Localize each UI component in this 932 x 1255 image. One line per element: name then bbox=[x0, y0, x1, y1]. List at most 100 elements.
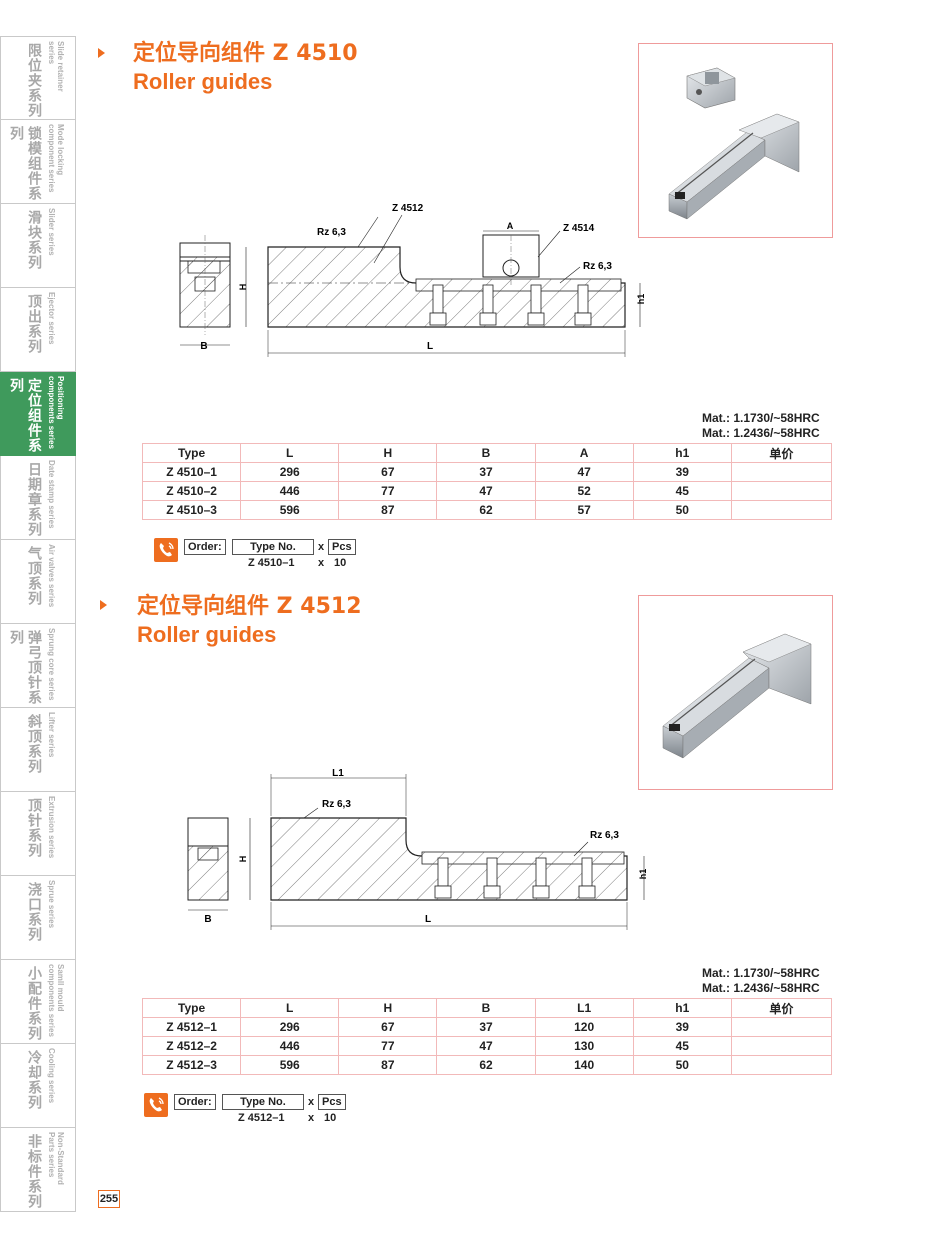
sidebar-tab-label-en: Air valves series bbox=[47, 544, 56, 608]
table-cell: 50 bbox=[632, 500, 732, 520]
table-cell: Z 4510–2 bbox=[141, 481, 242, 501]
sidebar-tab-label-zh: 小配件系列 bbox=[26, 966, 42, 1041]
sidebar-tab[interactable]: 气顶系列 Air valves series bbox=[0, 540, 76, 624]
section2-title: 定位导向组件 Z 4512 Roller guides bbox=[137, 593, 362, 649]
table-cell: 45 bbox=[632, 1036, 732, 1056]
sidebar-tab-label-zh: 日期章系列 bbox=[26, 462, 42, 537]
table-cell: 45 bbox=[632, 481, 732, 501]
table-header-cell: L bbox=[240, 443, 340, 463]
table-cell: 446 bbox=[240, 481, 340, 501]
sidebar-tab-label-en: Slider series bbox=[47, 208, 56, 256]
label-l1: L1 bbox=[332, 768, 344, 779]
label-h1: h1 bbox=[636, 294, 646, 305]
table-cell: 50 bbox=[632, 1055, 732, 1075]
table-header-cell: H bbox=[338, 443, 438, 463]
order-label: Order: bbox=[184, 539, 226, 555]
sidebar-tab[interactable]: 弹弓顶针系列 Sprung core series bbox=[0, 624, 76, 708]
table-cell: 140 bbox=[534, 1055, 634, 1075]
table-cell: 296 bbox=[240, 1017, 340, 1037]
table-cell: 87 bbox=[338, 1055, 438, 1075]
label-l: L bbox=[427, 341, 433, 352]
table-header-cell: h1 bbox=[632, 443, 732, 463]
sidebar-tab-label-zh: 斜顶系列 bbox=[26, 714, 42, 774]
section1-title-zh: 定位导向组件 Z 4510 bbox=[133, 41, 358, 66]
title-arrow-icon bbox=[98, 48, 105, 58]
order-info-z4512: Order: Type No. x Pcs Z 4512–1 x 10 bbox=[144, 1093, 364, 1127]
table-cell: 47 bbox=[534, 462, 634, 482]
sidebar-tab-label-en: Sprung core series bbox=[47, 628, 56, 701]
section2-title-en: Roller guides bbox=[137, 622, 277, 647]
table-header-cell: B bbox=[436, 998, 536, 1018]
table-cell: 67 bbox=[338, 1017, 438, 1037]
table-cell: 596 bbox=[240, 500, 340, 520]
table-cell: Z 4512–3 bbox=[141, 1055, 242, 1075]
table-header-cell: H bbox=[338, 998, 438, 1018]
sidebar-tab-label-zh: 顶出系列 bbox=[26, 294, 42, 354]
table-header-cell: A bbox=[534, 443, 634, 463]
table-cell: 39 bbox=[632, 1017, 732, 1037]
label-rz-2: Rz 6,3 bbox=[583, 261, 612, 272]
table-header-cell: h1 bbox=[632, 998, 732, 1018]
table-cell: 77 bbox=[338, 481, 438, 501]
table-cell: 67 bbox=[338, 462, 438, 482]
order-example-qty: 10 bbox=[324, 1112, 337, 1124]
table-cell: 596 bbox=[240, 1055, 340, 1075]
table-cell: 57 bbox=[534, 500, 634, 520]
table-cell: 446 bbox=[240, 1036, 340, 1056]
sidebar-tab-label-en: Mode locking component series bbox=[47, 124, 65, 193]
sidebar-tab-label-zh: 浇口系列 bbox=[26, 882, 42, 942]
phone-icon bbox=[154, 538, 178, 562]
table-cell: 130 bbox=[534, 1036, 634, 1056]
label-b: B bbox=[200, 341, 207, 352]
section2-title-zh: 定位导向组件 Z 4512 bbox=[137, 594, 362, 619]
order-x: x bbox=[308, 1096, 315, 1108]
sidebar-tab-label-zh: 弹弓顶针系列 bbox=[8, 630, 42, 705]
label-z4514: Z 4514 bbox=[563, 223, 595, 234]
sidebar-tab-label-en: Cooling series bbox=[47, 1048, 56, 1104]
sidebar-tab[interactable]: 冷却系列 Cooling series bbox=[0, 1044, 76, 1128]
order-pcs: Pcs bbox=[328, 539, 356, 555]
table-cell: 47 bbox=[436, 481, 536, 501]
table-header-cell: L1 bbox=[534, 998, 634, 1018]
sidebar-tab-label-zh: 气顶系列 bbox=[26, 546, 42, 606]
table-cell: 77 bbox=[338, 1036, 438, 1056]
sidebar-tab-label-zh: 非标件系列 bbox=[26, 1134, 42, 1209]
table-cell: Z 4512–2 bbox=[141, 1036, 242, 1056]
sidebar-tab-label-zh: 定位组件系列 bbox=[8, 378, 42, 453]
table-header-cell: Type bbox=[141, 443, 242, 463]
table-cell: 296 bbox=[240, 462, 340, 482]
table-cell bbox=[730, 1036, 833, 1056]
technical-drawing-z4512: L1 Rz 6,3 Rz 6,3 H h1 B L bbox=[187, 768, 648, 930]
material-info-2: Mat.: 1.1730/~58HRC Mat.: 1.2436/~58HRC bbox=[702, 966, 820, 996]
table-cell: 47 bbox=[436, 1036, 536, 1056]
label-rz-1: Rz 6,3 bbox=[317, 227, 346, 238]
sidebar-tab-label-zh: 顶针系列 bbox=[26, 798, 42, 858]
material-line-2: Mat.: 1.2436/~58HRC bbox=[702, 426, 820, 440]
material-line-1: Mat.: 1.1730/~58HRC bbox=[702, 411, 820, 425]
order-example-type: Z 4510–1 bbox=[248, 557, 295, 569]
material-info-1: Mat.: 1.1730/~58HRC Mat.: 1.2436/~58HRC bbox=[702, 411, 820, 441]
table-cell bbox=[730, 462, 833, 482]
sidebar-tab-label-zh: 限位夹系列 bbox=[26, 43, 42, 118]
section1-title-en: Roller guides bbox=[133, 69, 273, 94]
sidebar-tab-label-zh: 冷却系列 bbox=[26, 1050, 42, 1110]
